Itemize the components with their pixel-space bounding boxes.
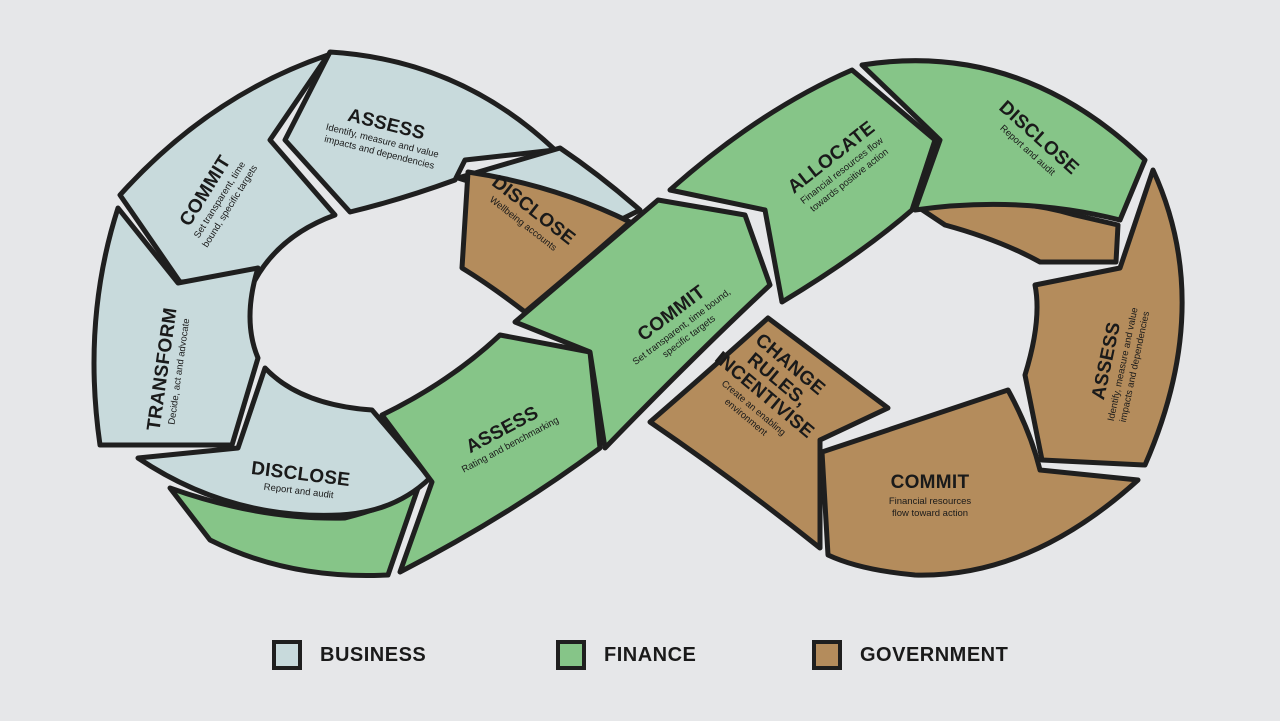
government-commit-right-title: COMMIT xyxy=(891,472,970,493)
segment-finance-commit-center[interactable] xyxy=(512,197,773,451)
legend-swatch-business xyxy=(272,640,302,670)
legend-swatch-government xyxy=(812,640,842,670)
segment-government-change-rules[interactable] xyxy=(647,315,891,551)
legend-label-finance: FINANCE xyxy=(604,643,697,666)
government-commit-right-desc-1: Financial resources xyxy=(889,496,972,507)
legend-item-business: BUSINESS xyxy=(272,640,426,670)
segment-government-assess-right[interactable] xyxy=(1022,167,1185,468)
government-commit-right-desc-2: flow toward action xyxy=(892,508,968,519)
legend-item-government: GOVERNMENT xyxy=(812,640,1008,670)
legend-label-business: BUSINESS xyxy=(320,643,427,666)
segment-business-disclose[interactable] xyxy=(135,365,433,518)
legend: BUSINESS FINANCE GOVERNMENT xyxy=(0,640,1280,680)
segment-finance-assess-left[interactable] xyxy=(379,332,603,575)
legend-label-government: GOVERNMENT xyxy=(860,643,1009,666)
legend-item-finance: FINANCE xyxy=(556,640,696,670)
legend-swatch-finance xyxy=(556,640,586,670)
segment-finance-disclose-right[interactable] xyxy=(859,58,1148,223)
segment-government-commit-right[interactable] xyxy=(819,387,1141,578)
segment-finance-allocate[interactable] xyxy=(667,67,938,305)
segment-business-transform[interactable] xyxy=(91,205,261,448)
